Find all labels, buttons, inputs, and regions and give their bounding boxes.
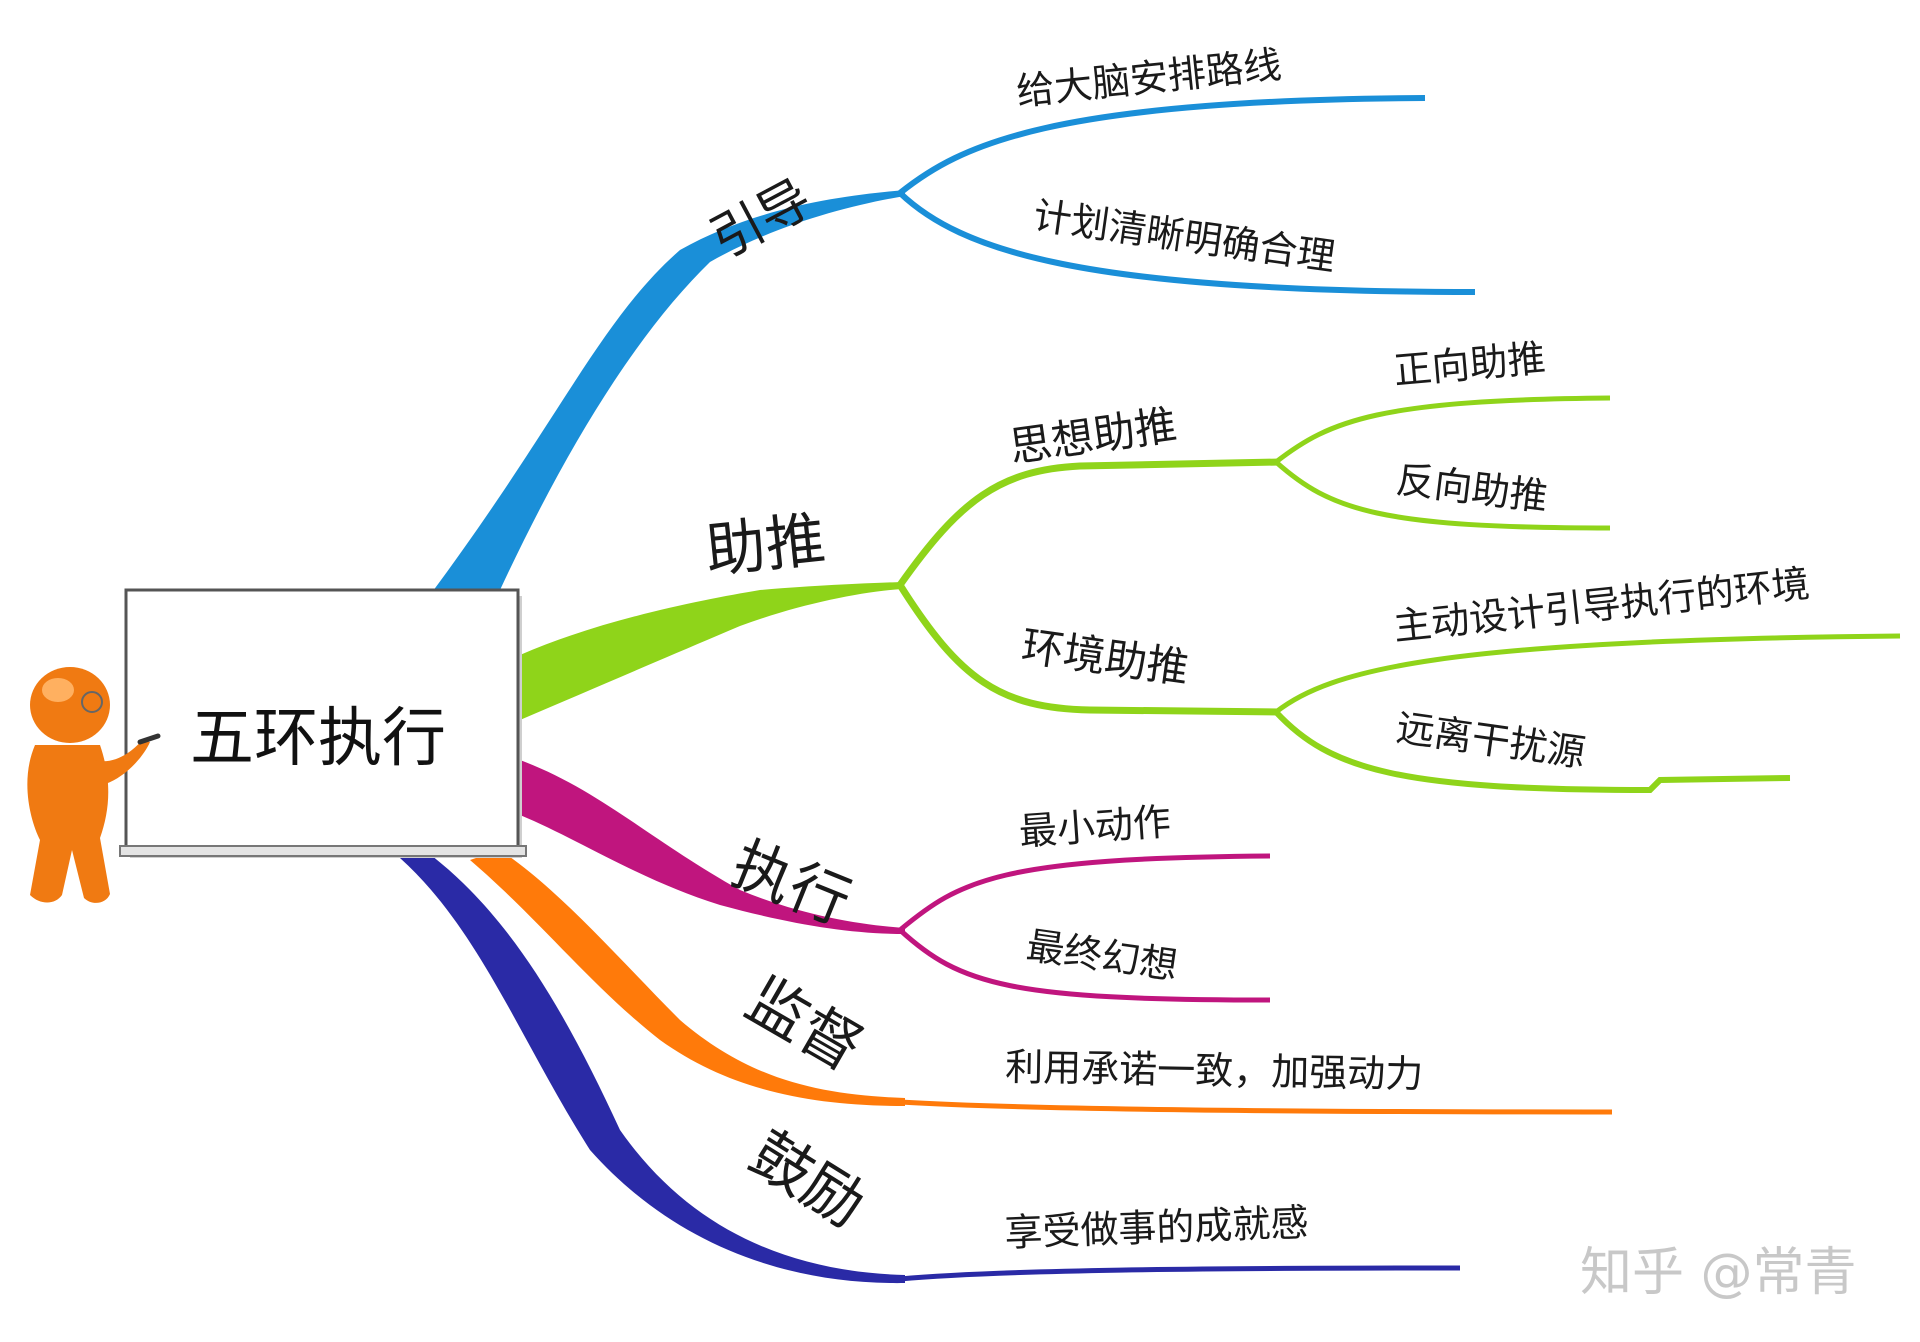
branch-push-trunk: [520, 582, 902, 720]
push-mind-line: [897, 458, 1281, 588]
branch-encourage-label: 鼓励: [738, 1118, 877, 1241]
mascot-arm: [95, 740, 150, 786]
branch-guide-leaf2-line: [897, 190, 1476, 295]
presenter-figure-icon: [27, 667, 161, 903]
branch-guide-trunk: [430, 190, 905, 595]
encourage-leaf1-line: [899, 1265, 1461, 1282]
mascot-body: [27, 745, 110, 903]
branch-supervise: 监督 利用承诺一致，加强动力: [470, 850, 1613, 1115]
branch-execute: 执行 最小动作 最终幻想: [520, 760, 1271, 1003]
center-node: 五环执行: [119, 588, 527, 858]
supervise-leaf-1: 利用承诺一致，加强动力: [1005, 1045, 1424, 1096]
branch-guide-leaf1-line: [898, 95, 1426, 196]
execute-leaf2-line: [898, 928, 1271, 1003]
supervise-leaf1-line: [899, 1099, 1613, 1115]
mascot-head: [30, 667, 110, 743]
branch-execute-label: 执行: [722, 829, 859, 939]
push-env-leaf-1: 主动设计引导执行的环境: [1391, 561, 1811, 648]
center-title: 五环执行: [190, 702, 446, 776]
branch-push: 助推 思想助推 环境助推 正向助推 反向助推 主动设计引导执行的环境 远离干扰源: [520, 336, 1901, 794]
branch-supervise-label: 监督: [735, 964, 874, 1085]
push-env-leaf2-line: [1273, 709, 1791, 794]
branch-supervise-trunk: [470, 850, 905, 1106]
branch-execute-trunk: [520, 760, 905, 934]
push-env-line: [897, 583, 1281, 716]
encourage-leaf-1: 享受做事的成就感: [1004, 1200, 1309, 1255]
push-env-leaf-2: 远离干扰源: [1394, 705, 1588, 775]
whiteboard-tray: [119, 845, 527, 857]
push-mind-leaf1-line: [1274, 395, 1611, 464]
execute-leaf-2: 最终幻想: [1024, 923, 1181, 988]
mascot-marker: [137, 733, 161, 745]
push-mind-leaf-2: 反向助推: [1394, 457, 1550, 519]
branch-guide: 引导 给大脑安排路线 计划清晰明确合理: [430, 42, 1476, 595]
branch-push-label: 助推: [702, 505, 829, 587]
execute-leaf-1: 最小动作: [1018, 799, 1173, 853]
push-mind-leaf-1: 正向助推: [1392, 336, 1547, 393]
whiteboard: [124, 588, 520, 854]
branch-encourage-trunk: [400, 840, 905, 1284]
push-mind-leaf2-line: [1274, 460, 1611, 531]
execute-leaf1-line: [898, 853, 1271, 932]
push-env-leaf1-line: [1274, 633, 1901, 714]
watermark: 知乎 @常青: [1580, 1243, 1857, 1303]
mascot-glasses: [81, 691, 103, 713]
mascot-head-highlight: [42, 678, 74, 702]
push-env-label: 环境助推: [1019, 621, 1192, 693]
